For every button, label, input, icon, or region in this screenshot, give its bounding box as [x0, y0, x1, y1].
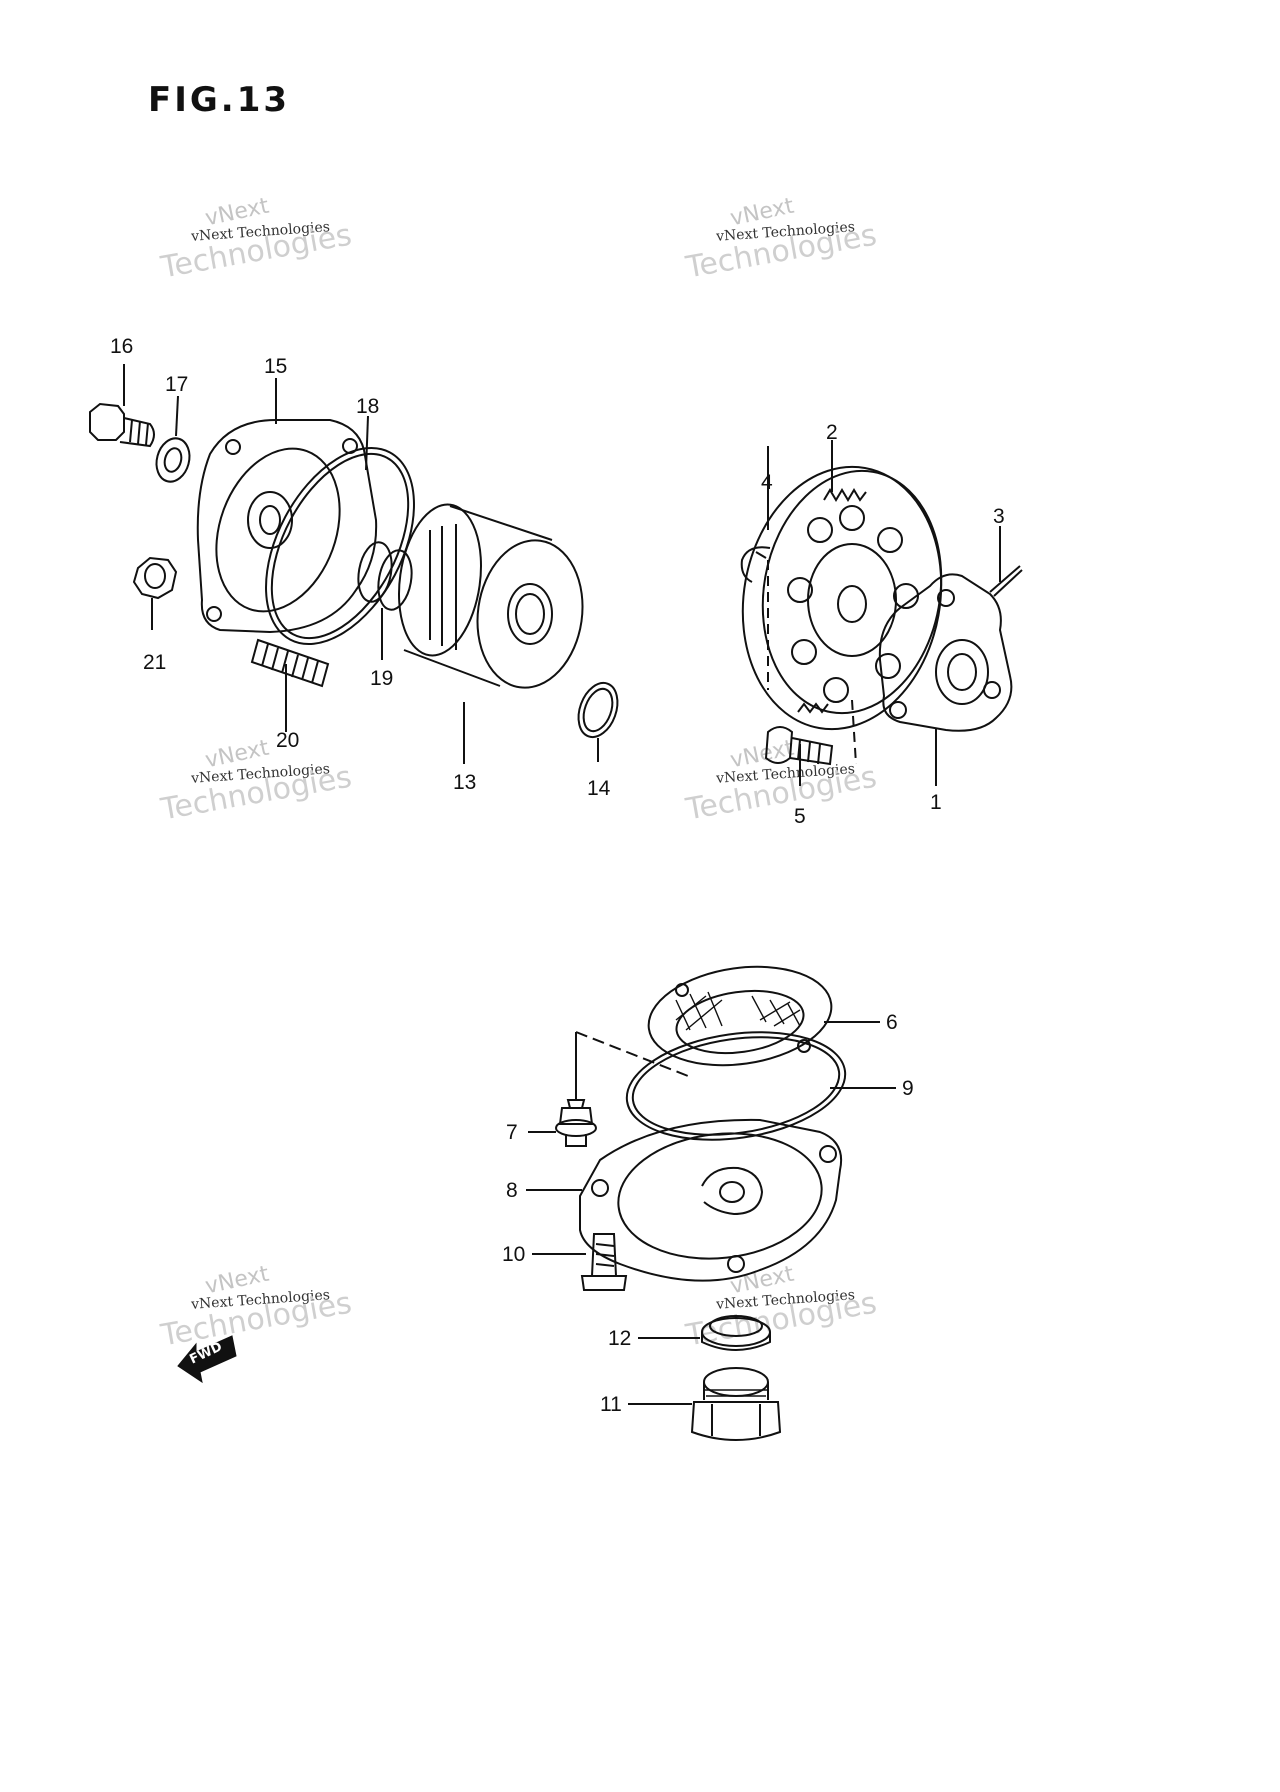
- callout-19: 19: [370, 667, 394, 690]
- callout-16: 16: [110, 335, 134, 358]
- bolt-16: [89, 402, 155, 448]
- pin-3: [989, 565, 1023, 597]
- callout-18: 18: [356, 395, 380, 418]
- o-ring-14: [577, 681, 619, 739]
- nut-21: [132, 556, 178, 600]
- callout-6: 6: [886, 1011, 898, 1034]
- callout-7: 7: [506, 1121, 518, 1144]
- callout-9: 9: [902, 1077, 914, 1100]
- callout-1: 1: [930, 791, 942, 814]
- callout-3: 3: [993, 505, 1005, 528]
- bolt-10: [580, 1233, 628, 1291]
- o-ring-9: [625, 1031, 847, 1141]
- oil-pump-body-1: [878, 573, 1013, 732]
- callout-4: 4: [761, 471, 773, 494]
- callout-8: 8: [506, 1179, 518, 1202]
- callout-11: 11: [600, 1393, 622, 1416]
- oil-pump-gear-2: [741, 465, 943, 731]
- strainer-cap-8: [579, 1118, 842, 1282]
- oil-filter-13: [398, 503, 584, 689]
- fwd-arrow-icon: [177, 1335, 237, 1384]
- figure-title: FIG.13: [148, 80, 291, 120]
- o-ring-18: [265, 446, 415, 646]
- o-ring-19: [357, 541, 413, 611]
- callout-21: 21: [143, 651, 167, 674]
- callout-12: 12: [608, 1327, 632, 1350]
- callout-13: 13: [453, 771, 477, 794]
- drain-plug-11: [690, 1367, 782, 1441]
- callout-10: 10: [502, 1243, 526, 1266]
- stud-20: [250, 638, 330, 688]
- washer-17: [155, 437, 191, 483]
- screw-7: [555, 1099, 597, 1147]
- callout-17: 17: [165, 373, 189, 396]
- oil-strainer-6: [647, 965, 833, 1067]
- callout-5: 5: [794, 805, 806, 828]
- callout-20: 20: [276, 729, 300, 752]
- washer-12: [701, 1315, 771, 1351]
- screw-5: [764, 726, 834, 766]
- callout-15: 15: [264, 355, 288, 378]
- callout-14: 14: [587, 777, 611, 800]
- callout-2: 2: [826, 421, 838, 444]
